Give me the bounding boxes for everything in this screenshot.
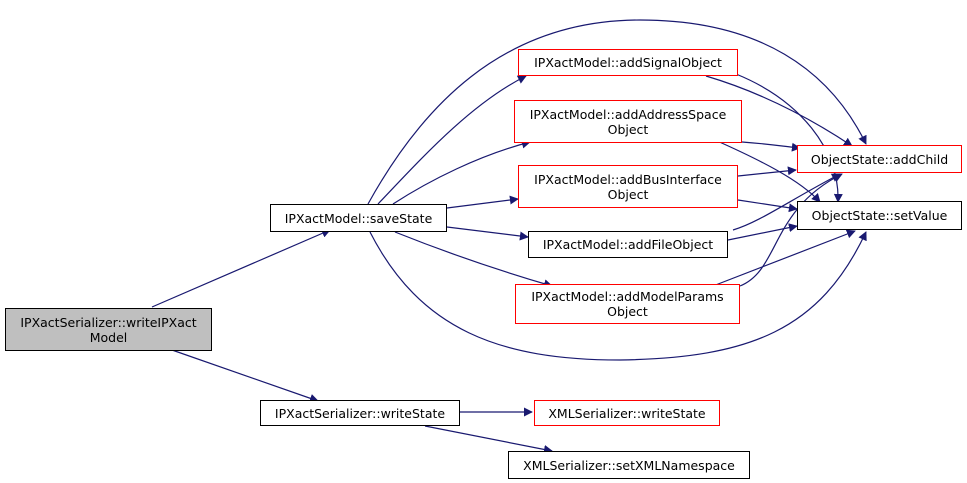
node-label: IPXactSerializer::writeState	[274, 405, 446, 421]
node-object-state-add-child[interactable]: ObjectState::addChild	[797, 145, 962, 173]
edge-addbusinterface-addchild	[737, 166, 797, 177]
edge-savestate-addsignalobject	[377, 75, 527, 205]
node-xml-write-state[interactable]: XMLSerializer::writeState	[534, 400, 720, 426]
node-label: IPXactModel::addBusInterface Object	[534, 171, 722, 202]
edge-addfileobject-setvalue	[727, 223, 798, 241]
edge-savestate-addaddressspace	[392, 139, 531, 205]
node-label: XMLSerializer::writeState	[548, 405, 706, 421]
node-add-address-space-object[interactable]: IPXactModel::addAddressSpace Object	[514, 100, 742, 143]
node-label: IPXactSerializer::writeIPXact Model	[20, 314, 197, 345]
edge-savestate-setvalue	[369, 231, 867, 361]
node-label: IPXactModel::addFileObject	[542, 237, 714, 252]
edge-addsignalobject-addchild	[705, 75, 853, 147]
node-add-bus-interface-object[interactable]: IPXactModel::addBusInterface Object	[518, 165, 738, 208]
node-label: IPXactModel::saveState	[284, 210, 433, 226]
edge-writeipxactmodel-writestate	[171, 349, 319, 403]
edge-addaddressspace-addchild	[741, 141, 801, 152]
edge-addfileobject-addchild	[732, 173, 841, 231]
node-add-model-params-object[interactable]: IPXactModel::addModelParams Object	[515, 284, 740, 324]
node-write-ipxact-model[interactable]: IPXactSerializer::writeIPXact Model	[5, 308, 212, 351]
edge-addaddressspace-setvalue	[714, 139, 821, 203]
node-label: ObjectState::addChild	[810, 151, 949, 167]
node-label: ObjectState::setValue	[811, 208, 948, 223]
edge-savestate-addbusinterface	[446, 195, 519, 209]
node-add-file-object[interactable]: IPXactModel::addFileObject	[528, 231, 728, 258]
edge-savestate-addchild	[367, 19, 867, 205]
edge-writeipxactmodel-savestate	[151, 229, 331, 308]
edge-savestate-addfileobject	[446, 226, 529, 241]
edge-savestate-addmodelparams	[394, 231, 553, 289]
node-add-signal-object[interactable]: IPXactModel::addSignalObject	[518, 49, 738, 76]
node-serializer-write-state[interactable]: IPXactSerializer::writeState	[260, 400, 460, 426]
node-save-state[interactable]: IPXactModel::saveState	[270, 204, 447, 232]
edge-addbusinterface-setvalue	[737, 199, 798, 213]
node-object-state-set-value[interactable]: ObjectState::setValue	[797, 201, 962, 230]
edge-addmodelparams-addchild	[739, 173, 843, 287]
node-label: IPXactModel::addAddressSpace Object	[529, 106, 727, 137]
node-label: IPXactModel::addModelParams Object	[531, 289, 724, 319]
edge-addsignalobject-setvalue	[735, 73, 843, 203]
edge-writestate-setxmlnamespace	[424, 425, 553, 454]
edge-addmodelparams-setvalue	[712, 229, 856, 287]
node-xml-set-namespace[interactable]: XMLSerializer::setXMLNamespace	[508, 451, 750, 479]
node-label: XMLSerializer::setXMLNamespace	[523, 457, 735, 473]
node-label: IPXactModel::addSignalObject	[534, 55, 722, 70]
